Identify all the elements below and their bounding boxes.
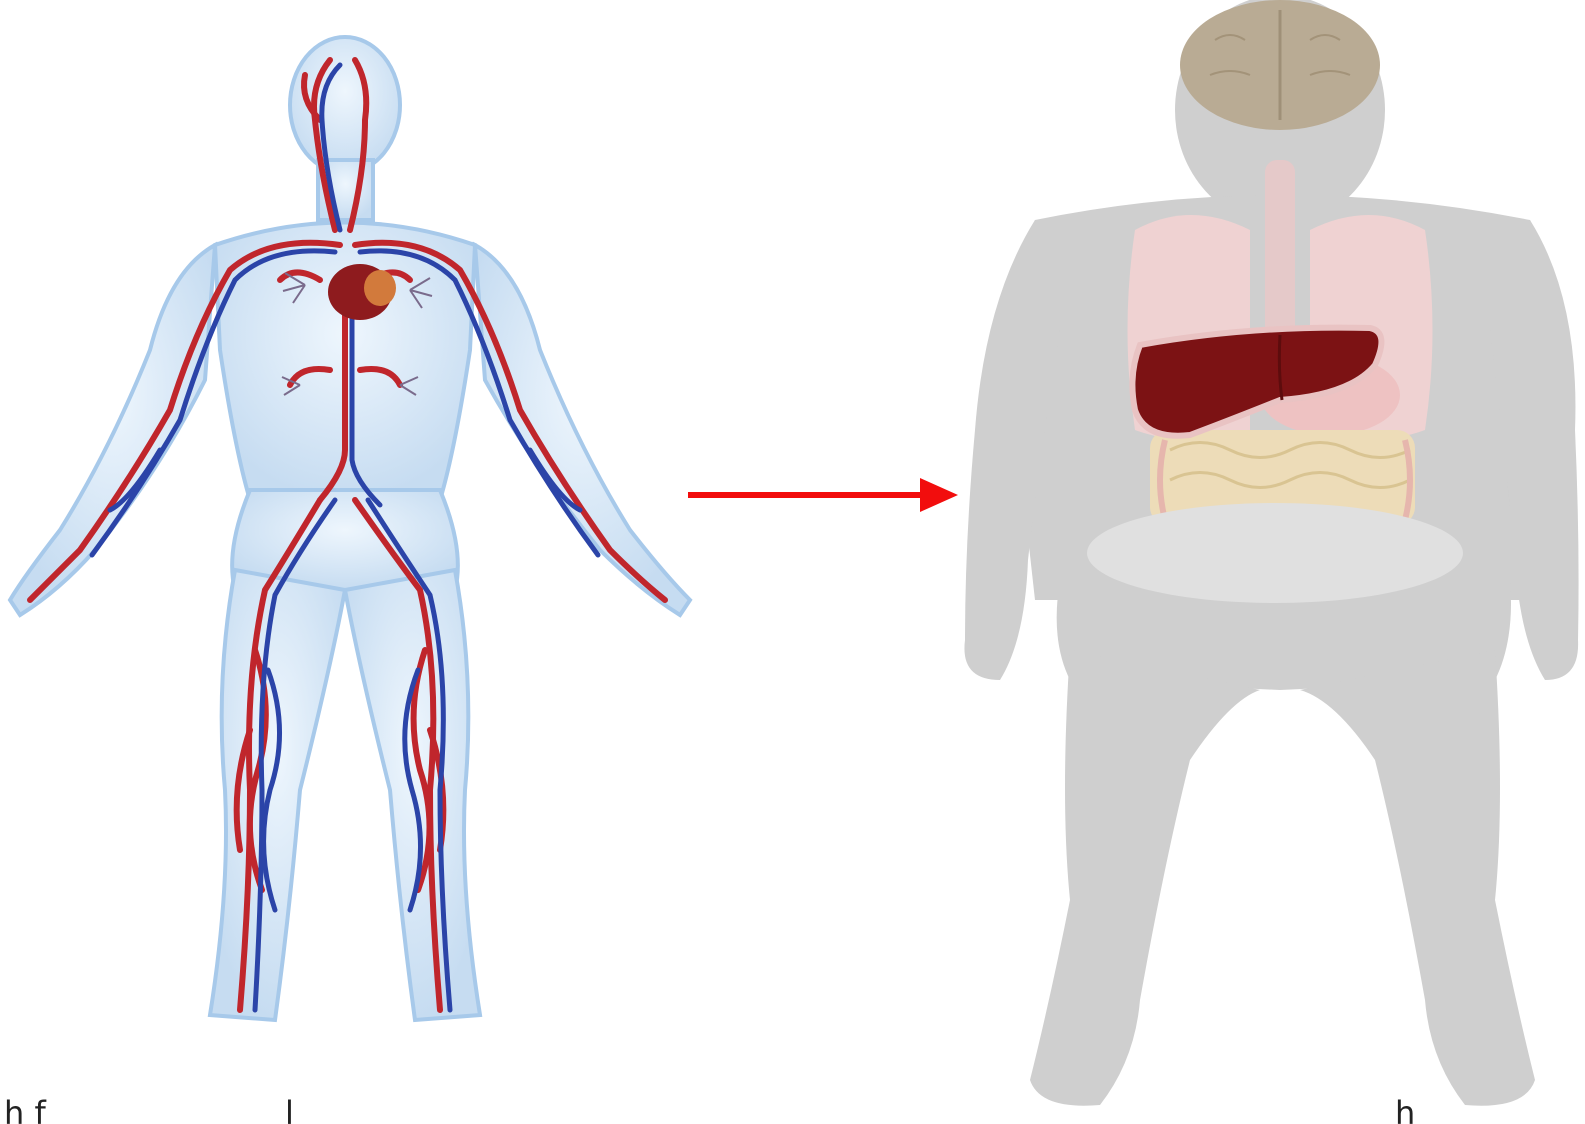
caption-strip: h f l h [0, 1092, 1585, 1124]
caption-fragment-left: h f [4, 1094, 46, 1124]
pelvis-oval [1087, 503, 1463, 603]
caption-fragment-middle: l [285, 1094, 294, 1124]
body-silhouette-with-organs [950, 0, 1585, 1124]
esophagus [1265, 160, 1295, 340]
circulatory-system-figure [0, 30, 720, 1030]
right-arrow-icon [688, 470, 968, 520]
brain-icon [1180, 0, 1380, 130]
caption-fragment-right: h [1395, 1094, 1415, 1124]
